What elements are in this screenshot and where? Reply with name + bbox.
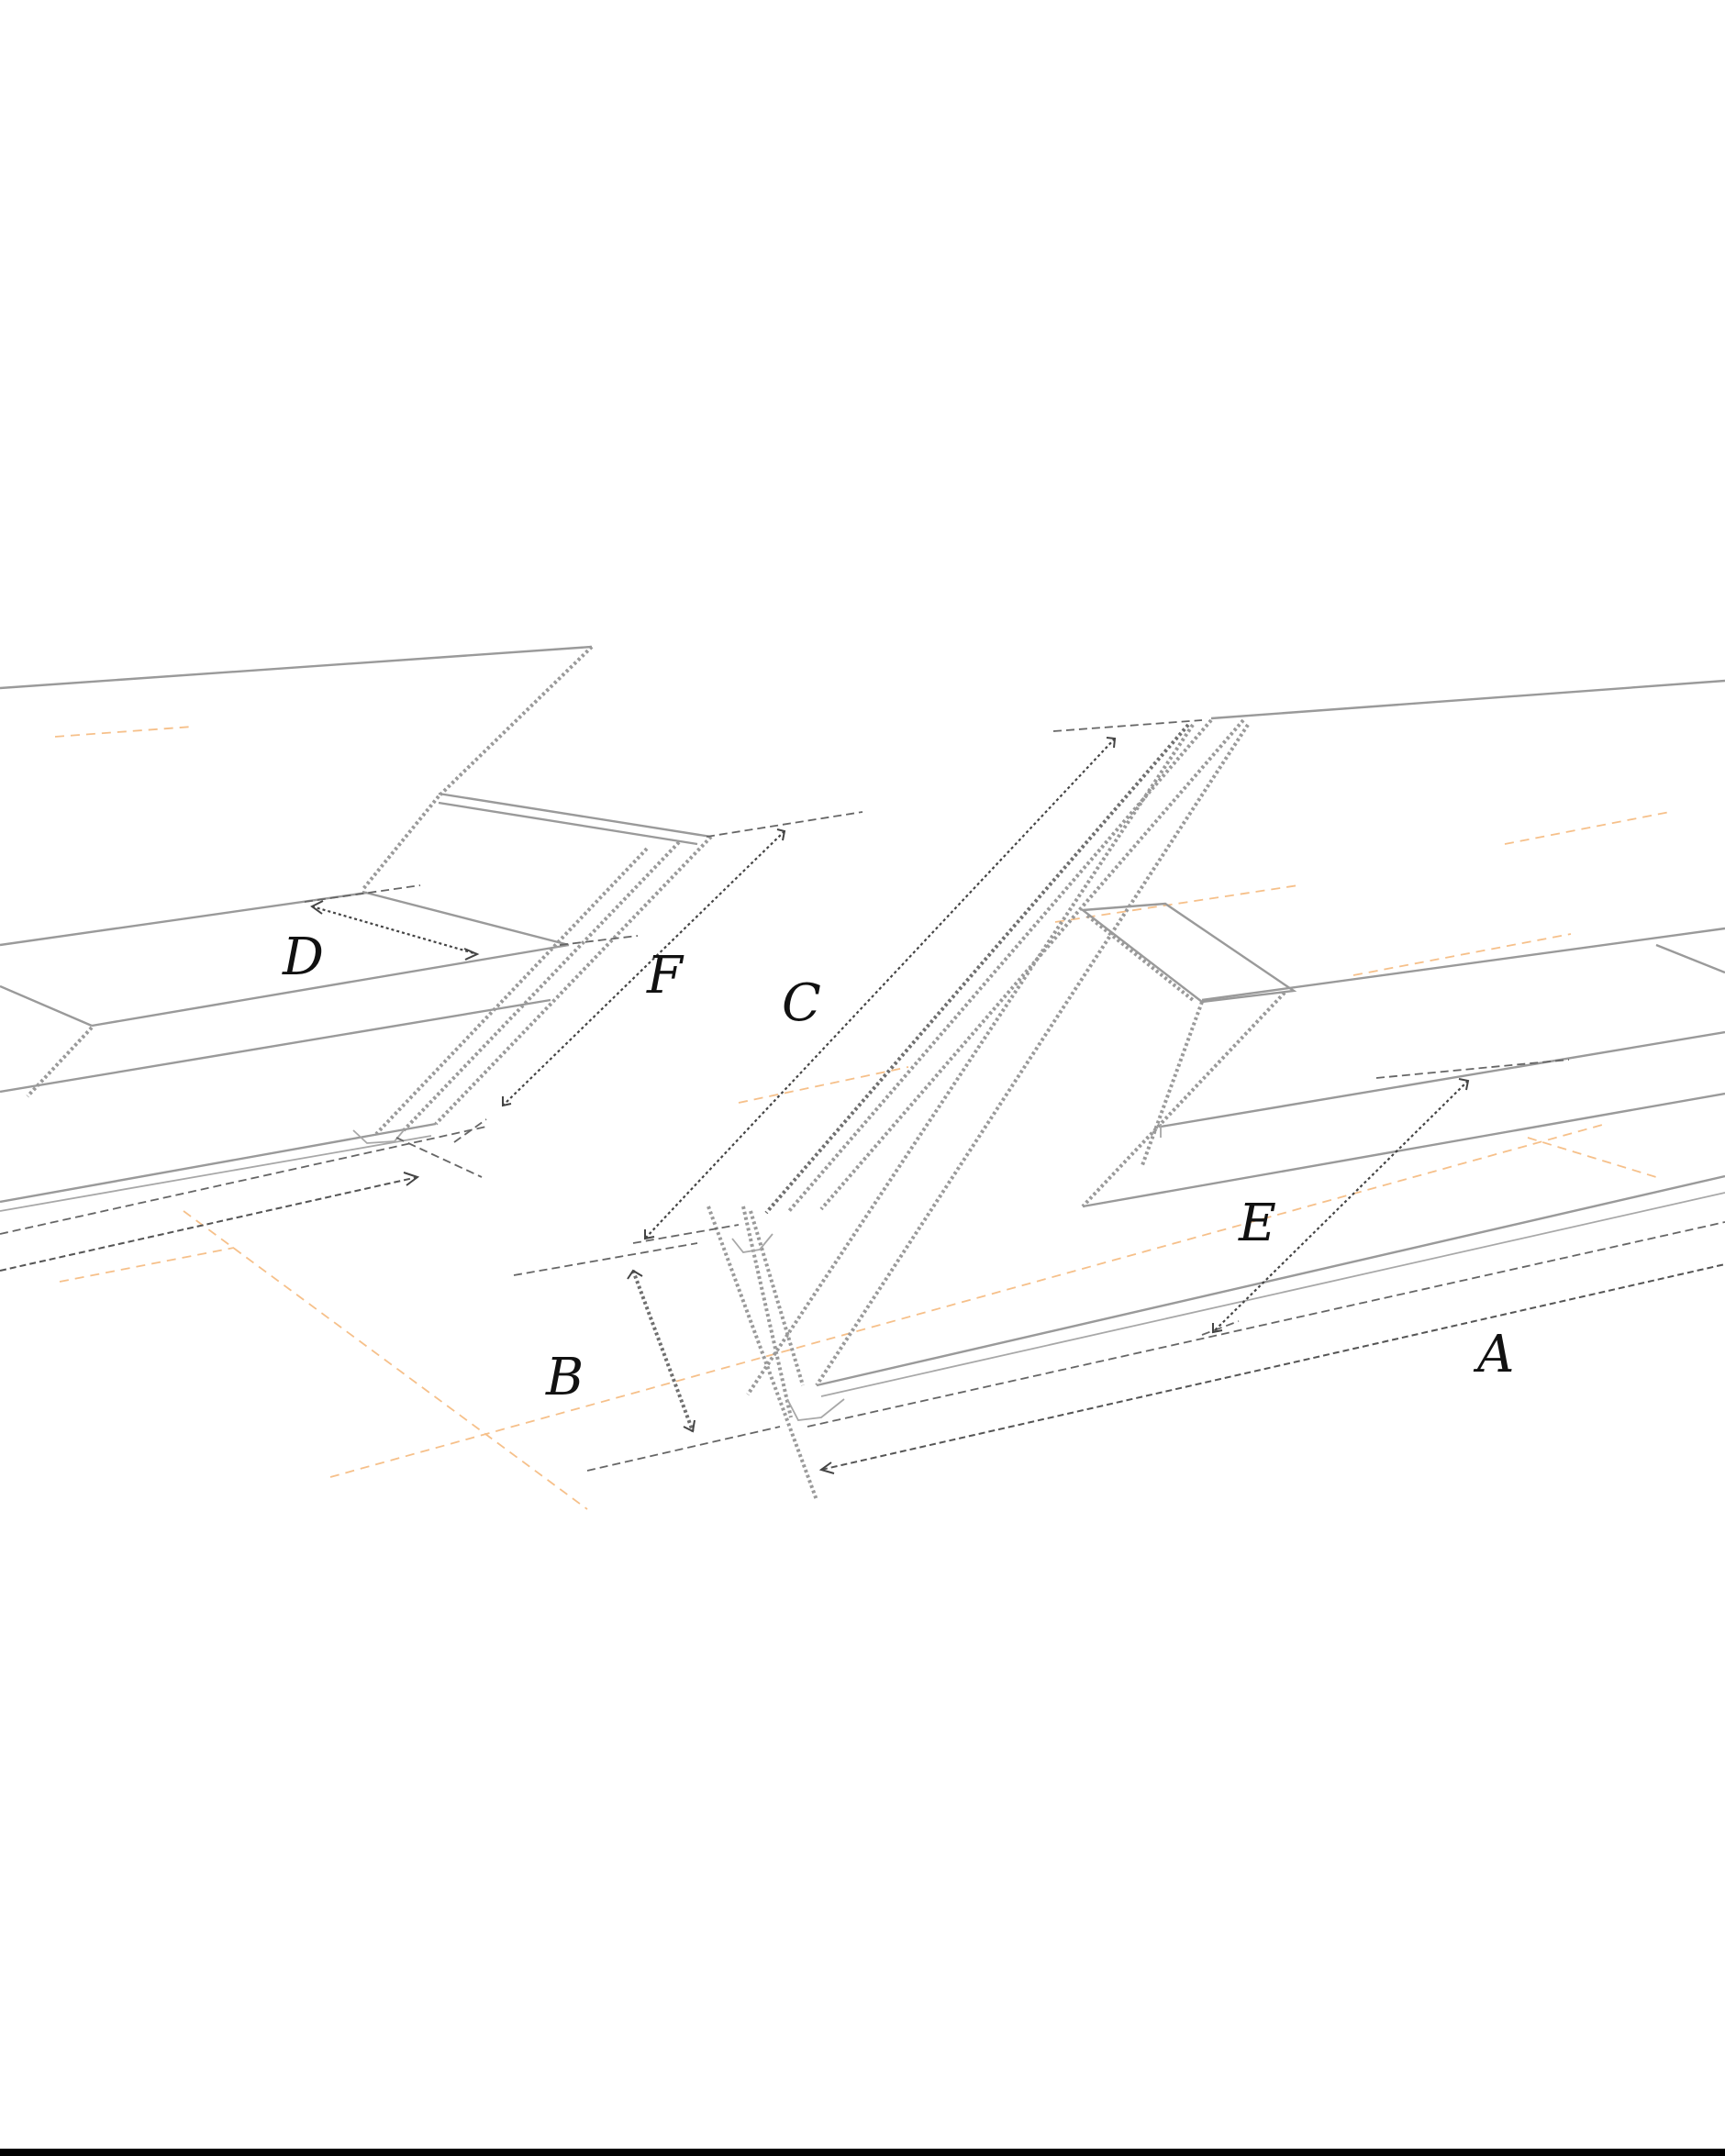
dimension-label-d: D xyxy=(282,928,324,987)
right-lower-shelf-back-edge xyxy=(1082,1092,1725,1208)
dimension-a-line xyxy=(820,1263,1725,1471)
right-recess-slope xyxy=(1085,914,1195,1002)
left-step-top-edge-inner xyxy=(438,801,698,846)
centerline xyxy=(1054,884,1299,923)
dimension-d: D xyxy=(282,884,639,987)
column-edge-hatch xyxy=(741,1206,793,1418)
bottom-border xyxy=(0,2149,1725,2156)
dimension-b-line xyxy=(631,1270,695,1432)
dimension-e-extension xyxy=(1375,1059,1570,1079)
left-shelf-back-edge xyxy=(362,890,570,947)
dimension-d-extension xyxy=(559,935,639,946)
centerlines xyxy=(54,726,1671,1510)
dimension-c-extension xyxy=(1052,719,1203,732)
dimension-b-arrowhead xyxy=(683,1419,696,1433)
column-edge-hatch xyxy=(707,1206,818,1501)
dimension-a: A xyxy=(818,1263,1725,1474)
right-recess-far-edge xyxy=(1655,943,1725,974)
right-top-plate-edge xyxy=(1210,679,1725,720)
centerline xyxy=(738,1066,909,1104)
left-top-plate-edge xyxy=(0,645,593,690)
left-baseline-extension xyxy=(0,1126,487,1235)
dimension-c-arrowhead xyxy=(644,1229,655,1240)
column-foot xyxy=(786,1398,845,1421)
dimension-e-line xyxy=(1212,1080,1469,1333)
dimension-e-arrowhead xyxy=(1458,1078,1470,1091)
left-shelf-front-edge xyxy=(0,984,93,1028)
right-recess-front-hatch xyxy=(1141,1001,1204,1166)
right-lower-shelf-edge xyxy=(1160,1030,1725,1128)
right-block-bottom-edge xyxy=(816,1174,1725,1387)
dimension-label-f: F xyxy=(646,946,684,1006)
dimension-e-arrowhead xyxy=(1212,1323,1223,1334)
left-baseline-dimension xyxy=(0,1176,418,1272)
left-body-bottom-edge xyxy=(0,1122,437,1204)
left-step-top-edge xyxy=(438,792,712,839)
dimension-label-a: A xyxy=(1473,1325,1514,1384)
dimension-c-line xyxy=(644,738,1116,1239)
right-block-front-hatch xyxy=(815,723,1250,1387)
central-column xyxy=(707,1206,845,1501)
left-top-plate-slope xyxy=(437,645,594,798)
dimension-f-arrowhead xyxy=(776,828,786,841)
left-step-front-slope xyxy=(361,795,440,892)
left-block-face-hatch xyxy=(402,840,681,1132)
centerline xyxy=(329,1123,1607,1478)
right-block-front-hatch xyxy=(746,723,1195,1396)
dimension-c-arrowhead xyxy=(1106,737,1117,749)
dimension-f-extension xyxy=(706,811,863,838)
centerline xyxy=(59,1247,235,1283)
left-block-face-hatch xyxy=(434,835,713,1126)
left-body-edge xyxy=(0,998,551,1094)
left-block-face-hatch xyxy=(374,847,649,1136)
right-recess-step-edge xyxy=(1201,927,1725,1002)
left-block xyxy=(0,645,713,1272)
dimension-d-arrowhead xyxy=(310,900,324,915)
dimension-c: C xyxy=(632,719,1203,1244)
left-baseline-arrowhead xyxy=(403,1172,420,1186)
dimension-e: E xyxy=(1201,1059,1570,1336)
dimension-d-arrowhead xyxy=(463,948,480,961)
centerline xyxy=(183,1210,588,1510)
column-notch xyxy=(731,1233,773,1253)
dimension-d-line xyxy=(311,905,478,956)
right-recess-top xyxy=(1079,902,1297,1004)
centerline xyxy=(1527,1137,1657,1178)
left-foot xyxy=(352,1129,405,1144)
dimension-label-c: C xyxy=(782,973,821,1033)
dimension-a-arrowhead xyxy=(818,1461,835,1474)
right-baseline-extension xyxy=(807,1221,1725,1428)
dimension-e-extension xyxy=(1201,1320,1240,1336)
dimension-label-b: B xyxy=(545,1348,584,1407)
left-shelf-lower-edge xyxy=(91,943,570,1028)
left-body-bottom-edge-inner xyxy=(0,1135,432,1212)
right-plate-face-hatch xyxy=(764,723,1190,1215)
centerline xyxy=(54,726,194,738)
centerline xyxy=(1352,933,1572,976)
dimension-f-line xyxy=(502,830,785,1106)
dimension-b-extension xyxy=(513,1242,698,1276)
dimension-b-extension xyxy=(586,1426,781,1472)
dimension-c-extension xyxy=(632,1224,740,1244)
dimension-b-arrowhead xyxy=(627,1269,643,1280)
centerline xyxy=(1504,811,1671,845)
dimension-f-arrowhead xyxy=(502,1096,512,1107)
dimension-f: F xyxy=(453,811,863,1143)
dimension-d-extension xyxy=(304,884,421,903)
left-foot-extension xyxy=(395,1137,483,1178)
right-recess-front-hatch xyxy=(1081,991,1286,1208)
dimension-label-e: E xyxy=(1238,1194,1276,1253)
right-block-bottom-edge-inner xyxy=(820,1192,1725,1397)
right-block xyxy=(746,679,1725,1428)
dimension-f-extension xyxy=(453,1118,487,1143)
dimension-b: B xyxy=(513,1242,781,1472)
